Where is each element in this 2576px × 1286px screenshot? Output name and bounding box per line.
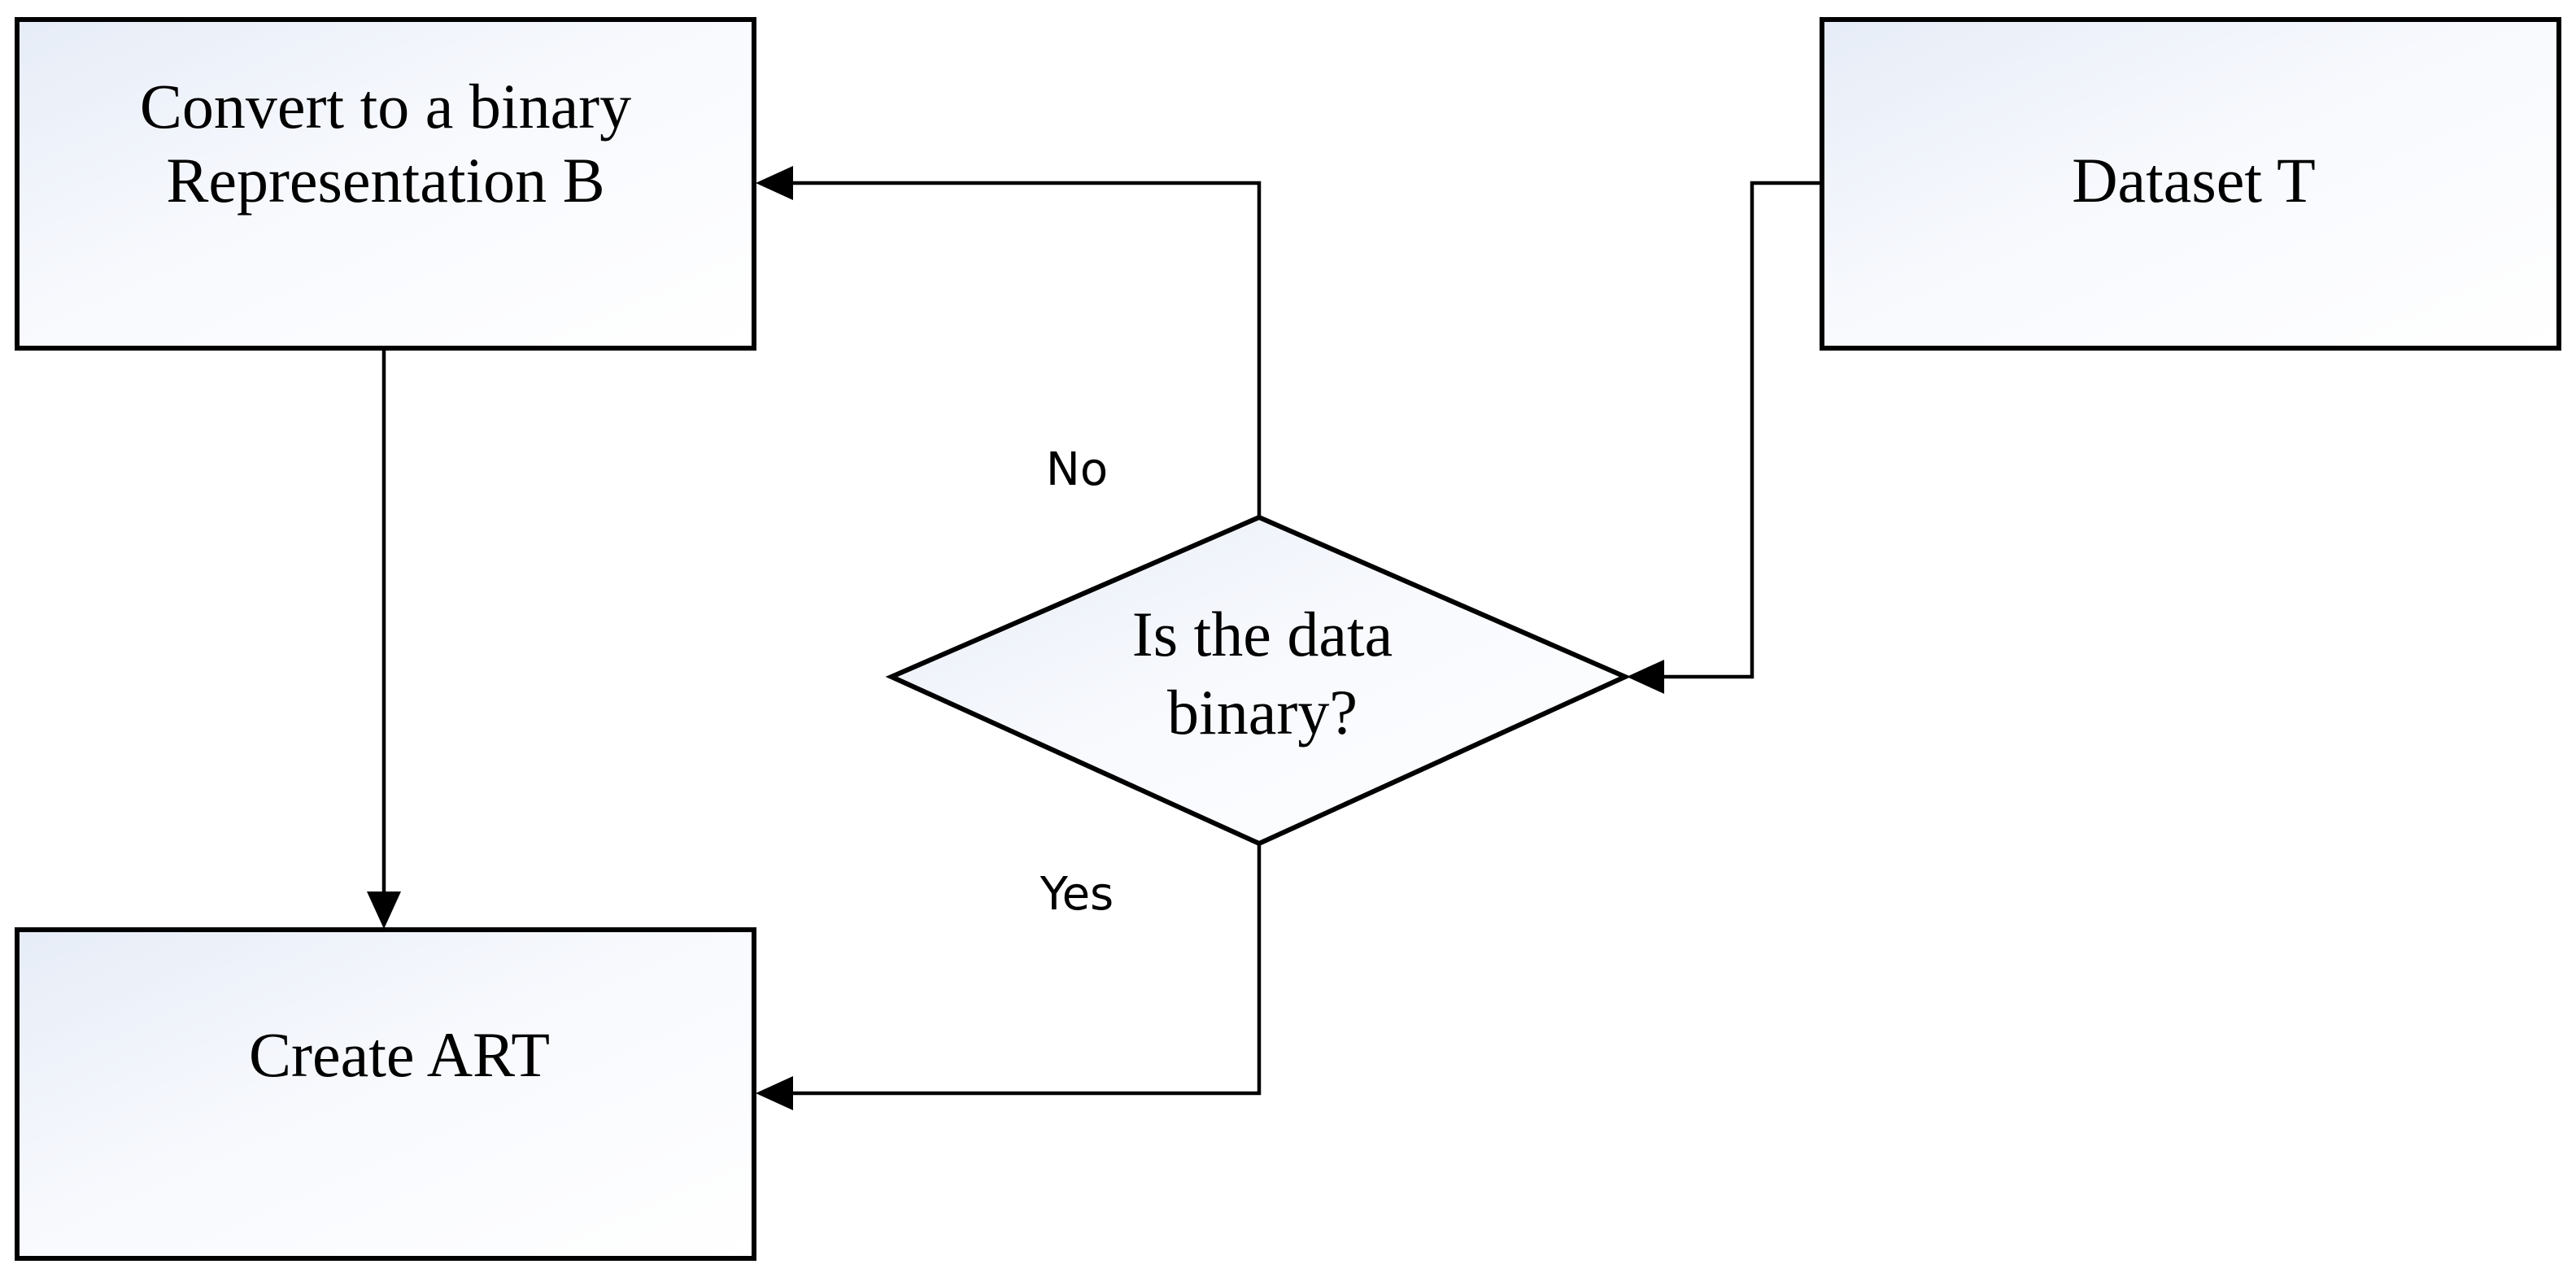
convert-label-line1: Convert to a binary <box>140 71 631 142</box>
edge-label-no: No <box>1046 443 1108 496</box>
decision-label-line2: binary? <box>1167 677 1358 748</box>
decision-node: Is the data binary? <box>885 514 1632 847</box>
convert-node: Convert to a binary Representation B <box>15 17 756 351</box>
decision-label-line1: Is the data <box>1132 599 1393 669</box>
create-art-box <box>15 927 756 1261</box>
edge-label-yes: Yes <box>1040 868 1114 921</box>
arrowhead-into-create-art-side <box>756 1076 793 1110</box>
arrowhead-into-create-art-top <box>367 891 401 929</box>
dataset-label: Dataset T <box>2072 145 2316 216</box>
convert-box <box>15 17 756 351</box>
edge-dataset-to-decision <box>1627 181 1822 694</box>
arrowhead-into-convert <box>756 166 793 200</box>
convert-label-line2: Representation B <box>166 145 604 216</box>
edge-decision-to-create-art-line <box>789 844 1262 1096</box>
dataset-node: Dataset T <box>1820 17 2561 351</box>
edge-decision-to-convert-line <box>789 181 1262 517</box>
edge-convert-to-create-art <box>367 348 401 929</box>
edge-decision-to-create-art <box>756 844 1262 1110</box>
create-art-node: Create ART <box>15 927 756 1261</box>
arrowhead-into-decision <box>1627 660 1664 694</box>
dataset-box <box>1820 17 2561 351</box>
create-art-label: Create ART <box>249 1019 550 1090</box>
edge-decision-to-convert <box>756 166 1262 517</box>
edge-dataset-to-decision-line <box>1659 181 1822 679</box>
